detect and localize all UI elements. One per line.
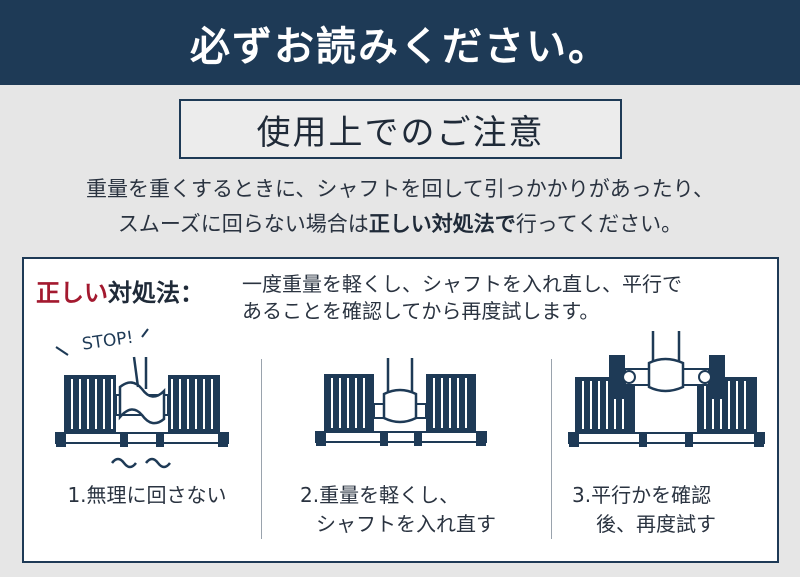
dumbbell-stop-icon: STOP! — [55, 328, 229, 469]
divider-2 — [551, 359, 552, 539]
dumbbell-light-icon — [315, 358, 487, 446]
subtitle-box: 使用上でのご注意 — [179, 99, 622, 159]
method-line-2: あることを確認してから再度試します。 — [242, 299, 600, 323]
intro-line-2-before: スムーズに回らない場合は — [117, 212, 369, 236]
intro-line-2-bold: 正しい対処法で — [368, 212, 516, 236]
page-title: 必ずお読みください。 — [190, 23, 610, 70]
dumbbell-check-parallel-icon — [568, 331, 765, 447]
step-3-line-1: 3.平行かを確認 — [572, 483, 712, 507]
intro-line-2-after: 行ってください。 — [515, 212, 683, 236]
step-3-caption: 3.平行かを確認 後、再度試す — [572, 481, 762, 539]
method-label: 正しい対処法： — [36, 273, 204, 308]
method-label-red: 正しい — [36, 279, 108, 307]
subtitle: 使用上でのご注意 — [256, 112, 545, 153]
step-3-line-2: 後、再度試す — [596, 512, 716, 536]
intro-line-2: スムーズに回らない場合は正しい対処法で行ってください。 — [0, 207, 800, 242]
header-banner: 必ずお読みください。 — [0, 0, 800, 85]
stop-annotation: STOP! — [81, 328, 135, 355]
method-text: 一度重量を軽くし、シャフトを入れ直し、平行で あることを確認してから再度試します… — [242, 271, 762, 325]
instruction-panel: 正しい対処法： 一度重量を軽くし、シャフトを入れ直し、平行で あることを確認して… — [22, 257, 779, 563]
step-1-line-1: 1.無理に回さない — [67, 483, 227, 507]
step-2-line-2: シャフトを入れ直す — [316, 512, 496, 536]
intro-text: 重量を重くするときに、シャフトを回して引っかかりがあったり、 スムーズに回らない… — [0, 172, 800, 242]
method-line-1: 一度重量を軽くし、シャフトを入れ直し、平行で — [242, 272, 682, 296]
step-2-line-1: 2.重量を軽くし、 — [300, 483, 460, 507]
method-label-rest: 対処法： — [108, 279, 204, 307]
divider-1 — [261, 359, 262, 539]
intro-line-1: 重量を重くするときに、シャフトを回して引っかかりがあったり、 — [86, 177, 714, 201]
step-1-caption: 1.無理に回さない — [52, 481, 242, 510]
step-2-caption: 2.重量を軽くし、 シャフトを入れ直す — [286, 481, 526, 539]
